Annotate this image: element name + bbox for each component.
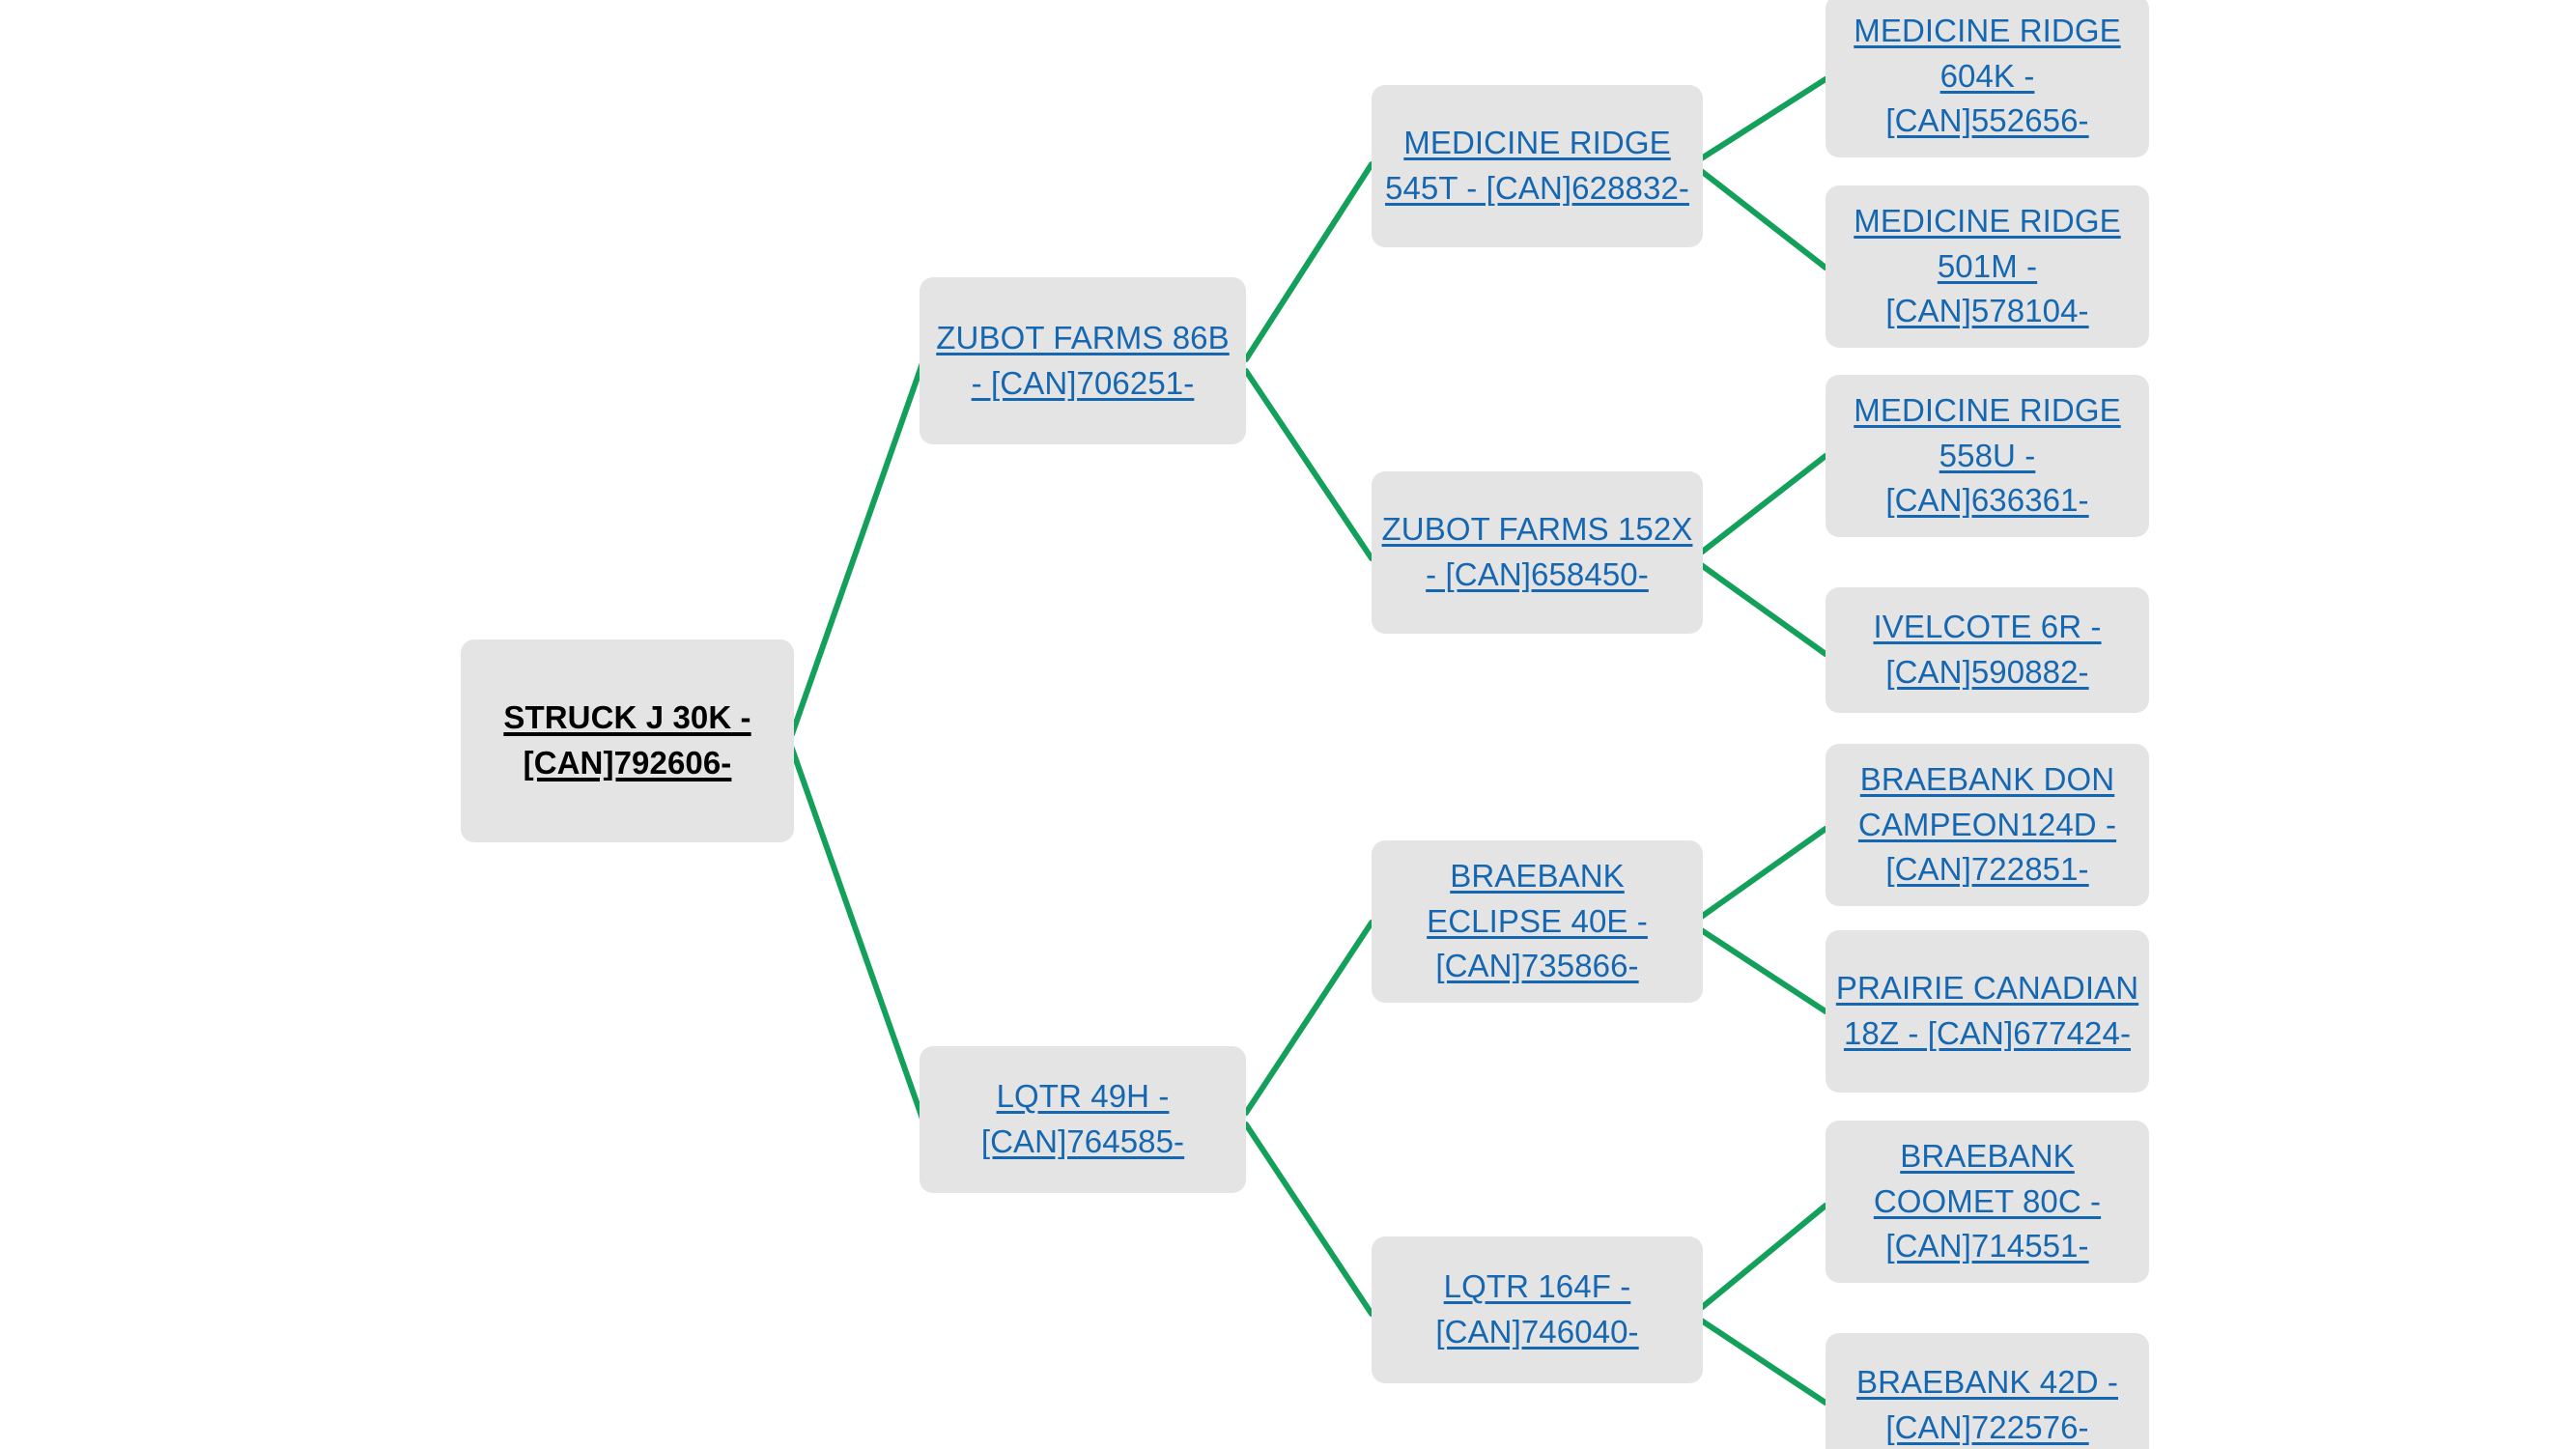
pedigree-node-root: STRUCK J 30K - [CAN]792606-	[461, 639, 794, 842]
pedigree-node-label[interactable]: LQTR 49H - [CAN]764585-	[980, 1078, 1185, 1159]
connector-root-to-dam	[789, 746, 925, 1122]
pedigree-node-label[interactable]: MEDICINE RIDGE 501M - [CAN]578104-	[1854, 202, 2121, 329]
pedigree-node-dam[interactable]: LQTR 49H - [CAN]764585-	[920, 1046, 1246, 1193]
pedigree-node-sire-dam[interactable]: ZUBOT FARMS 152X - [CAN]658450-	[1372, 471, 1703, 634]
pedigree-node-label[interactable]: PRAIRIE CANADIAN 18Z - [CAN]677424-	[1835, 970, 2139, 1051]
pedigree-node-sire-sire[interactable]: MEDICINE RIDGE 545T - [CAN]628832-	[1372, 85, 1703, 247]
connector-dd-to-dd-sire	[1697, 1203, 1828, 1312]
pedigree-node-label[interactable]: BRAEBANK DON CAMPEON124D - [CAN]722851-	[1857, 760, 2117, 888]
pedigree-node-label: STRUCK J 30K - [CAN]792606-	[503, 699, 751, 781]
pedigree-node-label[interactable]: MEDICINE RIDGE 545T - [CAN]628832-	[1385, 125, 1689, 206]
pedigree-node-sd-sire[interactable]: MEDICINE RIDGE 558U - [CAN]636361-	[1826, 375, 2149, 537]
pedigree-node-label[interactable]: BRAEBANK COOMET 80C - [CAN]714551-	[1873, 1137, 2102, 1264]
connector-sire-to-sire-dam	[1243, 368, 1374, 561]
connector-sire-to-sire-sire	[1243, 161, 1374, 362]
connector-ds-to-ds-sire	[1697, 826, 1828, 921]
pedigree-node-label[interactable]: MEDICINE RIDGE 604K - [CAN]552656-	[1854, 12, 2121, 139]
pedigree-node-label[interactable]: BRAEBANK 42D - [CAN]722576-	[1856, 1364, 2118, 1445]
pedigree-node-dd-sire[interactable]: BRAEBANK COOMET 80C - [CAN]714551-	[1826, 1121, 2149, 1283]
pedigree-node-label[interactable]: ZUBOT FARMS 86B - [CAN]706251-	[936, 319, 1230, 401]
pedigree-node-ds-sire[interactable]: BRAEBANK DON CAMPEON124D - [CAN]722851-	[1826, 744, 2149, 906]
pedigree-node-dam-dam[interactable]: LQTR 164F - [CAN]746040-	[1372, 1236, 1703, 1383]
connector-ss-to-ss-dam	[1697, 167, 1828, 270]
pedigree-node-label[interactable]: LQTR 164F - [CAN]746040-	[1435, 1268, 1639, 1350]
pedigree-node-dd-dam[interactable]: BRAEBANK 42D - [CAN]722576-	[1826, 1333, 2149, 1449]
pedigree-node-label[interactable]: BRAEBANK ECLIPSE 40E - [CAN]735866-	[1427, 857, 1648, 984]
connector-dam-to-dam-sire	[1243, 920, 1374, 1116]
connector-ds-to-ds-dam	[1697, 926, 1828, 1014]
connector-sd-to-sd-dam	[1697, 561, 1828, 657]
pedigree-node-ss-dam[interactable]: MEDICINE RIDGE 501M - [CAN]578104-	[1826, 185, 2149, 348]
connector-ss-to-ss-sire	[1697, 76, 1828, 162]
connector-sd-to-sd-sire	[1697, 453, 1828, 556]
pedigree-node-sire[interactable]: ZUBOT FARMS 86B - [CAN]706251-	[920, 277, 1246, 444]
pedigree-node-ss-sire[interactable]: MEDICINE RIDGE 604K - [CAN]552656-	[1826, 0, 2149, 157]
connector-dam-to-dam-dam	[1243, 1122, 1374, 1317]
pedigree-node-label[interactable]: IVELCOTE 6R - [CAN]590882-	[1873, 609, 2102, 690]
pedigree-node-sd-dam[interactable]: IVELCOTE 6R - [CAN]590882-	[1826, 587, 2149, 713]
pedigree-node-label[interactable]: MEDICINE RIDGE 558U - [CAN]636361-	[1854, 391, 2121, 519]
pedigree-node-label[interactable]: ZUBOT FARMS 152X - [CAN]658450-	[1381, 511, 1693, 592]
connector-root-to-sire	[789, 360, 925, 737]
pedigree-node-ds-dam[interactable]: PRAIRIE CANADIAN 18Z - [CAN]677424-	[1826, 930, 2149, 1093]
pedigree-node-dam-sire[interactable]: BRAEBANK ECLIPSE 40E - [CAN]735866-	[1372, 840, 1703, 1003]
connector-dd-to-dd-dam	[1697, 1317, 1828, 1406]
